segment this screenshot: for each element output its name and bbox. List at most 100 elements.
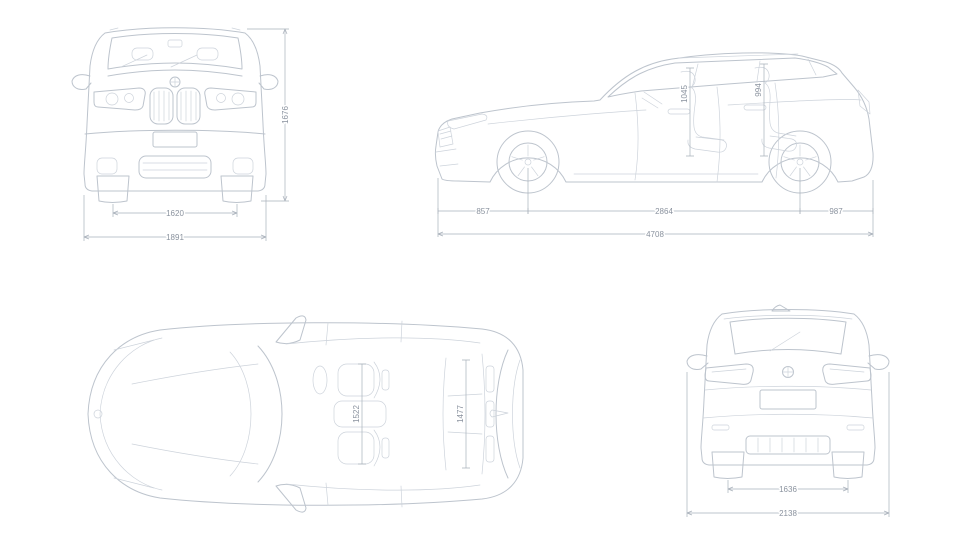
license-plate (152, 131, 198, 148)
dim-rear-overhang: 987 (829, 207, 843, 216)
dim-rear-track: 1636 (779, 485, 797, 494)
top-view-car-drawing (87, 315, 524, 513)
rear-body-outline (700, 309, 876, 466)
front-contour (99, 337, 163, 491)
left-headrest (131, 47, 154, 61)
diffuser (745, 435, 831, 455)
front-left-tire (96, 175, 130, 203)
center-console (333, 400, 387, 428)
front-view-dimensions: 1620 1891 1676 (83, 28, 292, 244)
rear-view-dimensions: 1636 2138 (686, 372, 890, 520)
side-taillight (857, 89, 871, 115)
hatch-arc (512, 359, 521, 469)
side-view-dimensions: 1045 994 857 2864 987 4708 (437, 63, 874, 241)
dim-overall-width: 1891 (166, 233, 184, 242)
top-body-outline (87, 322, 524, 506)
front-view-car-drawing (71, 27, 279, 203)
wipers (120, 54, 198, 68)
dim-rear-headroom: 994 (754, 83, 763, 97)
right-headrest (196, 47, 219, 61)
fin-antenna-icon (771, 304, 791, 312)
top-headlights (113, 339, 155, 489)
rear-headrest-left (485, 365, 495, 393)
front-body-outline (83, 27, 267, 192)
steering-wheel (312, 365, 328, 395)
dim-front-interior-width: 1522 (352, 405, 361, 423)
right-mirror (258, 74, 279, 90)
rear-wheel-spokes (783, 144, 817, 177)
fin-antenna-icon (489, 409, 509, 418)
kidney-grille-left (149, 87, 174, 125)
right-fog-intake (232, 157, 254, 175)
side-view: 1045 994 857 2864 987 4708 (434, 52, 874, 241)
side-body-outline (434, 52, 874, 183)
glasshouse (607, 57, 838, 98)
cowl-arc (229, 351, 252, 477)
windshield-arc (257, 345, 283, 483)
dim-front-overhang: 857 (476, 207, 490, 216)
hood-line (107, 69, 243, 77)
dim-front-track: 1620 (166, 209, 184, 218)
left-fog-intake (96, 157, 118, 175)
rear-seat (754, 66, 797, 137)
roof-rail-line (677, 53, 799, 59)
pillars (691, 58, 817, 89)
rear-headrest-right (485, 435, 495, 463)
license-plate (759, 389, 817, 410)
rear-door-handle (743, 104, 767, 111)
dim-overall-length: 4708 (646, 230, 664, 239)
right-reflector (846, 424, 865, 431)
lower-air-intake (138, 155, 212, 179)
dim-overall-height: 1676 (281, 106, 290, 124)
front-view: 1620 1891 1676 (71, 27, 292, 244)
side-view-car-drawing (434, 52, 874, 194)
rear-window-arc (495, 349, 509, 479)
rear-headrest-center (485, 400, 495, 428)
grille-slats (153, 90, 197, 122)
left-mirror (71, 74, 92, 90)
top-view-dimensions: 1522 1477 (351, 359, 470, 469)
front-right-tire (220, 175, 254, 203)
rear-view-car-drawing (686, 304, 890, 479)
left-reflector (711, 424, 730, 431)
top-view: 1522 1477 (87, 315, 524, 513)
windshield (107, 33, 243, 70)
left-headlight (93, 87, 146, 111)
front-door-handle (667, 108, 691, 115)
front-wheel-spokes (511, 144, 545, 177)
spoiler-line (723, 314, 853, 320)
dim-width-incl-mirrors: 2138 (779, 509, 797, 518)
dim-front-headroom: 1045 (680, 85, 689, 103)
door-lines (634, 82, 780, 183)
dim-wheelbase: 2864 (655, 207, 673, 216)
driver-headrest (381, 369, 390, 391)
steering-wheel (641, 91, 663, 109)
tailgate-line (704, 385, 872, 391)
rear-view: 1636 2138 (686, 304, 890, 520)
roof-edges (285, 337, 481, 491)
passenger-headrest (381, 437, 390, 459)
side-grille (437, 126, 454, 148)
bumper-line (84, 129, 266, 135)
rear-window (729, 317, 847, 355)
driver-seat (337, 363, 375, 397)
bmw-roundel-icon (93, 409, 103, 419)
front-seat (680, 70, 725, 141)
rear-mirrors (686, 354, 890, 370)
right-headlight (204, 87, 257, 111)
rear-bench (442, 353, 486, 475)
rear-tires (711, 451, 865, 479)
kidney-grille-right (176, 87, 201, 125)
rear-wiper (769, 331, 801, 352)
character-line (487, 99, 862, 125)
top-mirrors (275, 315, 307, 513)
rearview-mirror (167, 39, 183, 48)
door-cut-lines (325, 320, 403, 508)
passenger-seat (337, 431, 375, 465)
taillights (704, 363, 872, 385)
bumper-line (702, 413, 874, 419)
dim-rear-interior-width: 1477 (456, 405, 465, 423)
side-headlight (447, 113, 488, 130)
hood-creases (131, 363, 259, 465)
